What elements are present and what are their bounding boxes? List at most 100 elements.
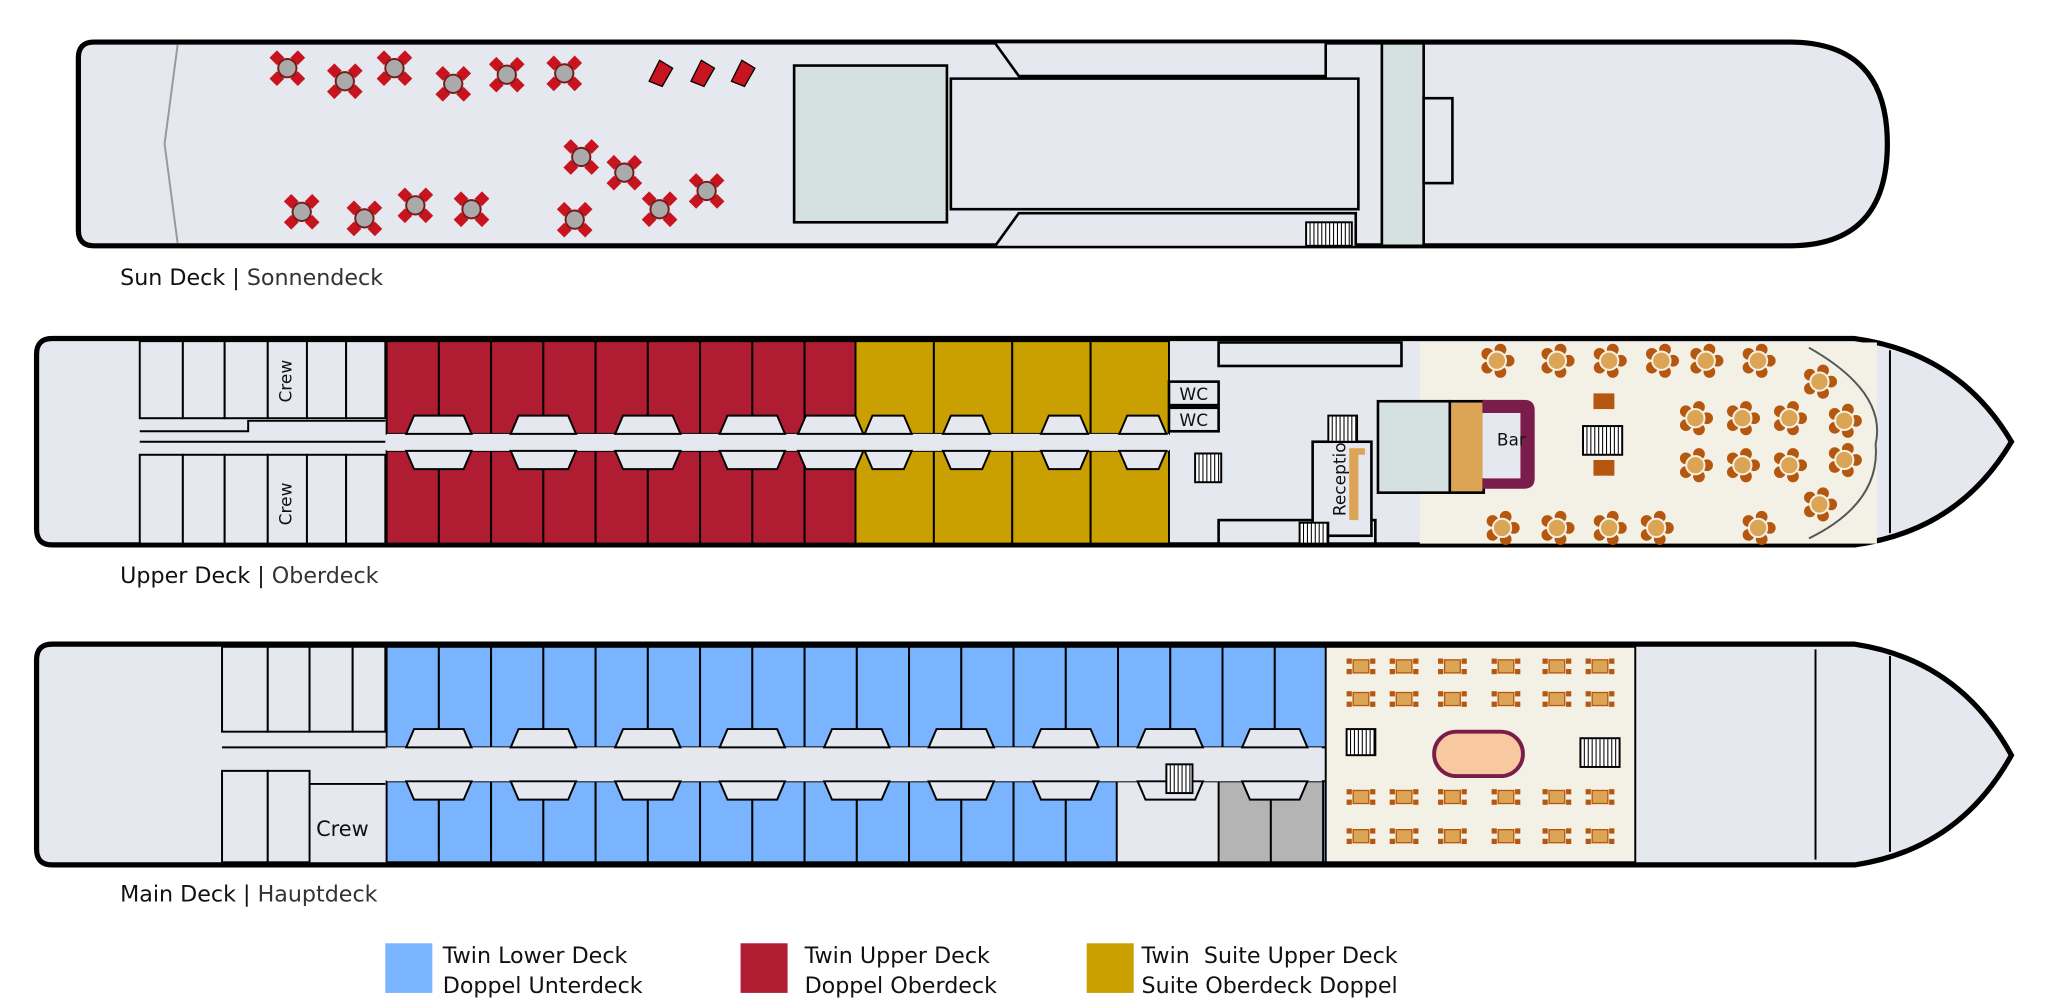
crew-cabin [345,340,387,420]
crew-cabin [181,453,226,545]
table-set [1491,789,1521,805]
chair-icon [1346,668,1352,675]
chair-icon [1491,828,1497,834]
table-icon [1497,659,1515,674]
table-icon [1443,659,1461,674]
staircases [1194,414,1624,545]
table-set [1491,658,1521,675]
separator: | [257,563,264,589]
chair-icon [1585,828,1591,834]
chair-icon [1566,658,1572,664]
chair-icon [1609,789,1615,795]
upper-deck-subtitle: Oberdeck [272,563,379,589]
cabin-entrance [509,728,578,749]
chair-icon [1346,828,1352,834]
chair-icon [1609,658,1615,664]
cabin-entrance [1031,780,1100,801]
table-icon [1548,691,1566,707]
chair-icon [1370,691,1376,697]
table-set [1828,403,1862,438]
chair-icon [1438,691,1444,697]
table-set [1585,789,1615,805]
table-set [1542,789,1572,805]
upper-cabins [385,340,1170,545]
table-icon [1591,659,1609,674]
table-set [1585,658,1615,675]
chair-icon [1370,668,1376,675]
chair-icon [1566,668,1572,675]
deck-chair-icon [730,59,756,88]
table-icon [1651,350,1672,371]
table-set [1346,691,1376,707]
chair-icon [1609,668,1615,675]
chair-icon [1566,828,1572,834]
cabin-entrance [404,414,473,435]
crew-corridor [222,746,386,785]
chair-icon [1491,658,1497,664]
chair-icon [1461,658,1467,664]
table-set [1541,343,1575,378]
table-set [1726,401,1760,436]
table-icon [1747,350,1769,371]
cabin-entrance [404,449,473,471]
cabin-entrance [941,414,992,435]
crew-cabin [305,453,348,545]
chair-icon [1542,658,1548,664]
table-set [376,50,413,87]
table-icon [1548,789,1566,805]
cabin-entrance [718,780,787,801]
chair-icon [1438,668,1444,675]
legend-item-twin-upper: Twin Upper Deck Doppel Oberdeck [740,943,997,999]
table-icon [564,209,585,230]
table-icon [1395,659,1413,674]
chair-icon [1515,701,1521,707]
crew-cabin [266,645,311,733]
chair-icon [1389,799,1395,805]
table-icon [1732,408,1753,429]
table-set [1804,487,1838,522]
table-icon [1352,789,1370,805]
chair-icon [1389,789,1395,795]
legend-sublabel: Suite Oberdeck Doppel [1142,973,1398,999]
wc-room [1167,406,1220,433]
bar-counter [1482,399,1535,489]
table-icon [1443,691,1461,707]
table-set [488,56,525,93]
main-deck-title: Main Deck [120,881,236,907]
crew-cabin [305,340,348,420]
chair-icon [1413,668,1419,675]
chair-icon [1566,701,1572,707]
legend-sublabel: Doppel Unterdeck [443,973,643,999]
chair-icon [1515,838,1521,845]
chair-icon [1346,691,1352,697]
chair-icon [1370,828,1376,834]
table-icon [1352,691,1370,707]
deck-chair-seat [648,59,674,88]
staircase-icon [1298,521,1330,545]
separator: | [243,881,250,907]
chair-icon [1515,789,1521,795]
reception-label: Reception [1330,432,1350,517]
svg-text:Sun Deck | Sonnendeck: Sun Deck | Sonnendeck [120,265,383,291]
table-set [1593,510,1627,545]
crew-cabin [138,453,184,545]
chair-icon [1413,691,1419,697]
chair-icon [1515,828,1521,834]
chair-icon [1370,789,1376,795]
table-set [1774,401,1808,436]
crew-cabin [266,340,308,420]
main-cabins [385,645,1328,864]
staircase [1305,221,1353,247]
legend-label: Twin Upper Deck [804,943,990,969]
crew-cabin [223,453,269,545]
cabin-entrance [1136,728,1205,749]
table-icon [1497,691,1515,707]
chair-icon [1566,838,1572,845]
chair-icon [1609,701,1615,707]
legend: Twin Lower Deck Doppel Unterdeck Twin Up… [385,943,1398,999]
crew-cabin [351,645,387,733]
table-icon [1834,410,1855,431]
buffet-station [1432,729,1525,779]
storage-top [1217,341,1403,368]
sun-deck-title: Sun Deck [120,265,225,291]
